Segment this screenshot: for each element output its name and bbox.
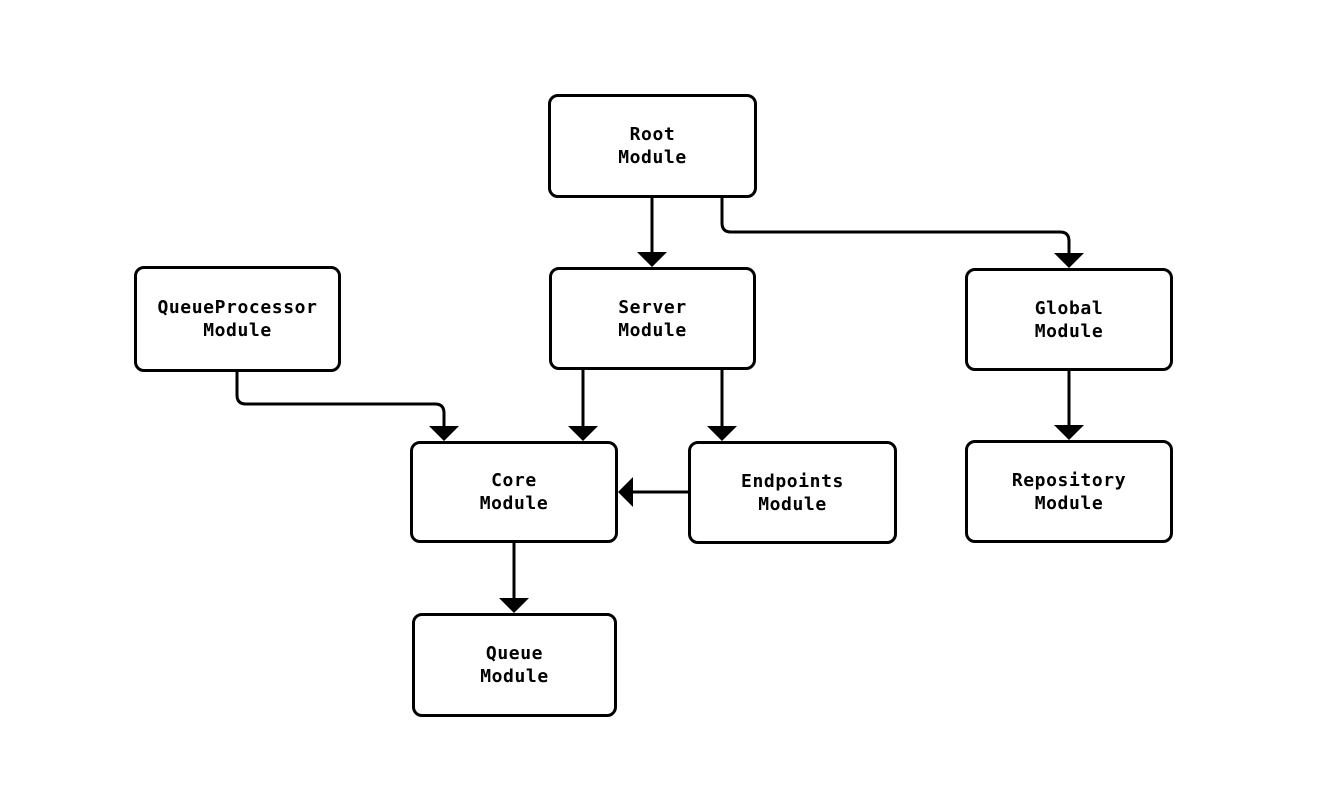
node-server-module-label: Server Module <box>618 296 687 341</box>
node-global-module: Global Module <box>965 268 1173 371</box>
node-root-module: Root Module <box>548 94 757 198</box>
node-queueprocessor-module: QueueProcessor Module <box>134 266 341 372</box>
node-queueprocessor-module-label: QueueProcessor Module <box>157 297 318 341</box>
edge-queueprocessor-module-to-core-module <box>235 372 446 426</box>
arrowhead-queueprocessor-module-to-core-module <box>429 426 459 441</box>
node-core-module: Core Module <box>410 441 618 543</box>
arrowhead-root-module-to-server-module <box>637 252 667 267</box>
node-endpoints-module: Endpoints Module <box>688 441 897 544</box>
node-core-module-label: Core Module <box>479 470 549 514</box>
node-queue-module-label: Queue Module <box>480 643 549 687</box>
node-queue-module: Queue Module <box>412 613 617 717</box>
node-global-module-label: Global Module <box>1034 297 1104 342</box>
node-repository-module-label: Repository Module <box>1011 469 1127 514</box>
arrowhead-server-module-to-endpoints-module <box>707 426 737 441</box>
edge-root-module-to-global-module <box>720 198 1071 253</box>
node-repository-module: Repository Module <box>965 440 1173 543</box>
arrowhead-root-module-to-global-module <box>1054 253 1084 268</box>
arrowhead-global-module-to-repository-module <box>1054 425 1084 440</box>
node-endpoints-module-label: Endpoints Module <box>741 470 844 515</box>
arrowhead-server-module-to-core-module <box>568 426 598 441</box>
arrowhead-core-module-to-queue-module <box>499 598 529 613</box>
arrowhead-endpoints-module-to-core-module <box>618 477 633 507</box>
node-root-module-label: Root Module <box>618 124 687 168</box>
node-server-module: Server Module <box>549 267 756 370</box>
